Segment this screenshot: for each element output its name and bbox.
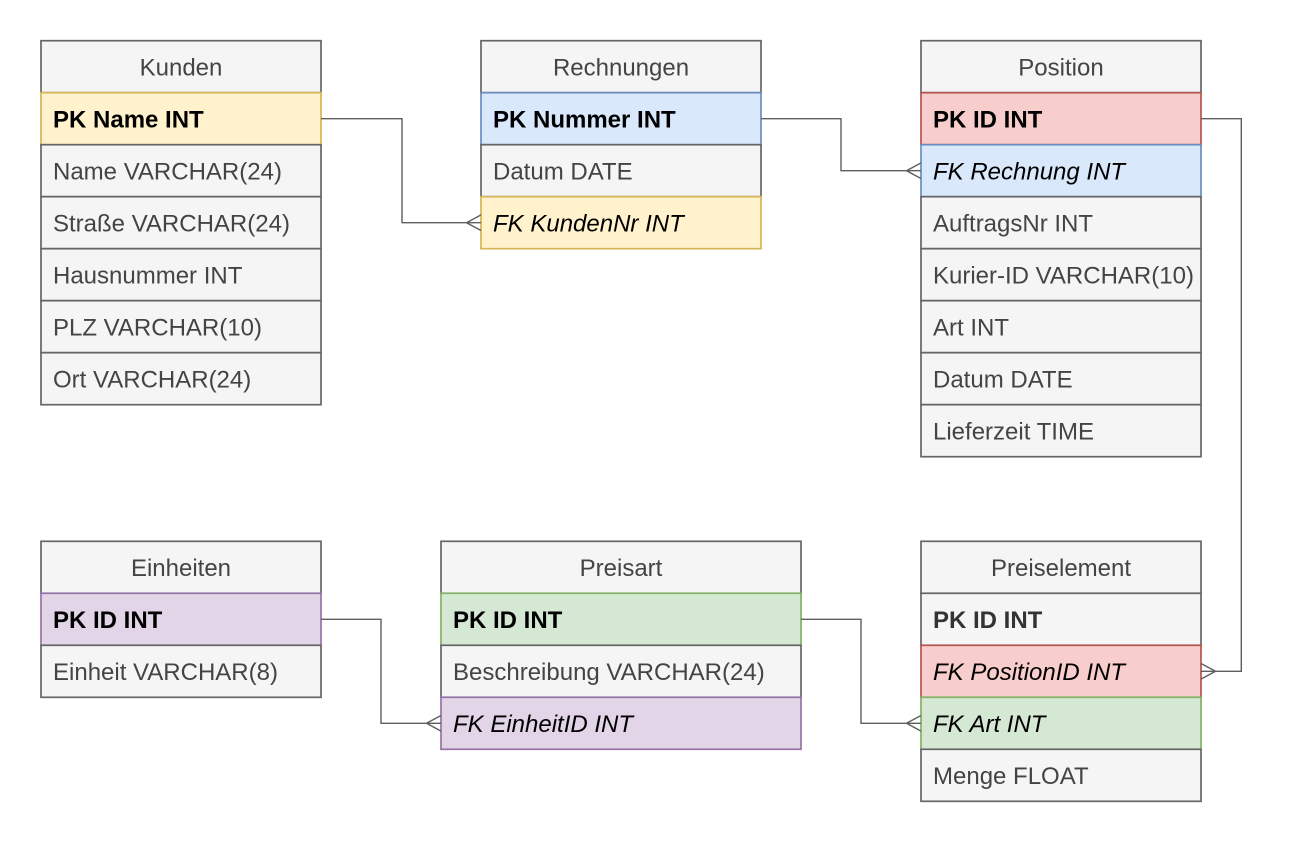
svg-text:Beschreibung VARCHAR(24): Beschreibung VARCHAR(24) bbox=[453, 659, 765, 686]
svg-text:Einheit VARCHAR(8): Einheit VARCHAR(8) bbox=[53, 659, 278, 686]
svg-text:FK EinheitID INT: FK EinheitID INT bbox=[453, 711, 635, 738]
svg-text:Lieferzeit TIME: Lieferzeit TIME bbox=[933, 419, 1094, 446]
svg-text:PK ID INT: PK ID INT bbox=[933, 107, 1043, 134]
svg-text:Datum DATE: Datum DATE bbox=[933, 367, 1073, 394]
svg-text:FK Art INT: FK Art INT bbox=[933, 711, 1048, 738]
svg-text:Name VARCHAR(24): Name VARCHAR(24) bbox=[53, 159, 282, 186]
svg-text:PK ID INT: PK ID INT bbox=[933, 607, 1043, 634]
svg-text:Preiselement: Preiselement bbox=[991, 555, 1131, 582]
svg-text:PK Nummer INT: PK Nummer INT bbox=[493, 107, 676, 134]
svg-text:Einheiten: Einheiten bbox=[131, 555, 231, 582]
svg-text:FK PositionID INT: FK PositionID INT bbox=[933, 659, 1127, 686]
svg-text:Straße VARCHAR(24): Straße VARCHAR(24) bbox=[53, 211, 290, 238]
svg-text:FK KundenNr INT: FK KundenNr INT bbox=[493, 211, 686, 238]
svg-text:FK Rechnung INT: FK Rechnung INT bbox=[933, 159, 1127, 186]
svg-text:PLZ VARCHAR(10): PLZ VARCHAR(10) bbox=[53, 315, 262, 342]
svg-text:Kurier-ID VARCHAR(10): Kurier-ID VARCHAR(10) bbox=[933, 263, 1194, 290]
svg-text:Hausnummer INT: Hausnummer INT bbox=[53, 263, 243, 290]
svg-text:Menge FLOAT: Menge FLOAT bbox=[933, 763, 1089, 790]
svg-text:PK Name INT: PK Name INT bbox=[53, 107, 204, 134]
svg-text:Position: Position bbox=[1018, 55, 1103, 82]
svg-text:Art INT: Art INT bbox=[933, 315, 1009, 342]
svg-text:AuftragsNr INT: AuftragsNr INT bbox=[933, 211, 1093, 238]
svg-text:Ort VARCHAR(24): Ort VARCHAR(24) bbox=[53, 367, 251, 394]
svg-text:Datum DATE: Datum DATE bbox=[493, 159, 633, 186]
svg-text:Kunden: Kunden bbox=[140, 55, 223, 82]
svg-text:PK ID INT: PK ID INT bbox=[53, 607, 163, 634]
svg-text:PK ID INT: PK ID INT bbox=[453, 607, 563, 634]
svg-text:Preisart: Preisart bbox=[580, 555, 663, 582]
svg-text:Rechnungen: Rechnungen bbox=[553, 55, 689, 82]
